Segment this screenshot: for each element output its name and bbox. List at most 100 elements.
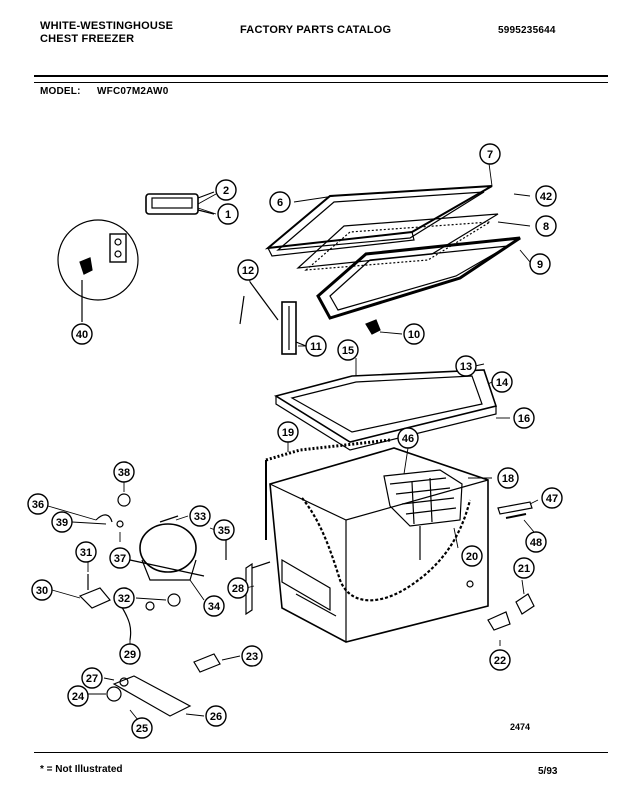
callout-bubble [203,595,225,617]
callout-number: 29 [124,649,136,661]
callout-number: 37 [114,553,126,565]
callout-bubble [513,557,535,579]
callout-number: 34 [208,601,221,613]
callout-bubble [109,547,131,569]
callout-number: 27 [86,673,98,685]
lid-gasket [316,236,521,320]
callout-bubble [535,215,557,237]
callout-bubble [213,519,235,541]
callout-bubble [71,323,93,345]
callout-number: 38 [118,467,130,479]
callout-number: 2 [223,185,229,197]
callout-number: 48 [530,537,542,549]
callout-bubble [241,645,263,667]
handle-assembly [145,191,215,215]
callout-number: 19 [282,427,294,439]
callout-bubble [397,427,419,449]
callout-bubble [227,577,249,599]
callout-bubble [491,371,513,393]
brand-line-2: CHEST FREEZER [40,33,135,45]
light-cover [497,501,533,515]
callout-bubble [217,203,239,225]
callout-bubble [455,355,477,377]
callout-bubble [67,685,89,707]
callout-number: 26 [210,711,222,723]
footer-rule [34,752,608,753]
callout-number: 13 [460,361,472,373]
callout-bubble [189,505,211,527]
callout-bubble [525,531,547,553]
callout-bubble [27,493,49,515]
relay-overload [78,574,181,641]
callout-number: 35 [218,525,230,537]
callout-number: 16 [518,413,530,425]
callout-number: 9 [537,259,543,271]
callout-bubble [113,461,135,483]
header-rule-thin [34,82,608,83]
drain-plug [193,653,221,673]
callout-number: 25 [136,723,148,735]
callout-bubble [541,487,563,509]
model-value: WFC07M2AW0 [97,86,169,97]
callout-bubble [461,545,483,567]
callout-bubble [31,579,53,601]
callout-number: 6 [277,197,283,209]
callout-bubble [529,253,551,275]
callout-bubble [269,191,291,213]
callout-number: 46 [402,433,414,445]
cabinet [265,438,489,643]
callout-number: 10 [408,329,420,341]
lid-strike [365,319,381,335]
callout-number: 40 [76,329,88,341]
callout-bubble [113,587,135,609]
header-rule-thick [34,75,608,77]
callout-bubble [205,705,227,727]
callout-bubble [479,143,501,165]
callout-number: 1 [225,209,231,221]
revision-date: 5/93 [538,766,558,777]
callout-number: 36 [32,499,44,511]
callout-bubble [51,511,73,533]
drawing-code: 2474 [510,722,531,732]
callout-bubble [489,649,511,671]
callout-number: 14 [496,377,509,389]
callout-bubble [75,541,97,563]
callout-bubble [215,179,237,201]
callout-number: 31 [80,547,92,559]
callout-number: 28 [232,583,244,595]
callout-number: 32 [118,593,130,605]
callout-number: 39 [56,517,68,529]
callout-number: 24 [72,691,85,703]
callout-bubble [497,467,519,489]
callout-number: 33 [194,511,206,523]
callout-bubble [119,643,141,665]
callout-number: 11 [310,341,322,353]
condenser-tube [245,561,271,616]
callout-bubble [513,407,535,429]
hinge [239,281,307,355]
back-panel [106,675,192,717]
callout-number: 30 [36,585,48,597]
callout-number: 12 [242,265,254,277]
wire-basket [383,469,463,527]
callout-number: 23 [246,651,258,663]
callout-number: 21 [518,563,530,575]
model-label: MODEL: [40,86,81,97]
brand-line-1: WHITE-WESTINGHOUSE [40,20,174,32]
callout-number: 47 [546,493,558,505]
breaker-frame [274,369,498,451]
callout-bubble [131,717,153,739]
callout-number: 42 [540,191,552,203]
callout-bubble [305,335,327,357]
callout-bubble [237,259,259,281]
callout-bubble [535,185,557,207]
not-illustrated-note: * = Not Illustrated [40,764,123,775]
callout-number: 15 [342,345,354,357]
callout-number: 7 [487,149,493,161]
callout-number: 18 [502,473,514,485]
part-number: 5995235644 [498,25,556,36]
detail-circle [57,219,139,322]
callout-bubble [337,339,359,361]
